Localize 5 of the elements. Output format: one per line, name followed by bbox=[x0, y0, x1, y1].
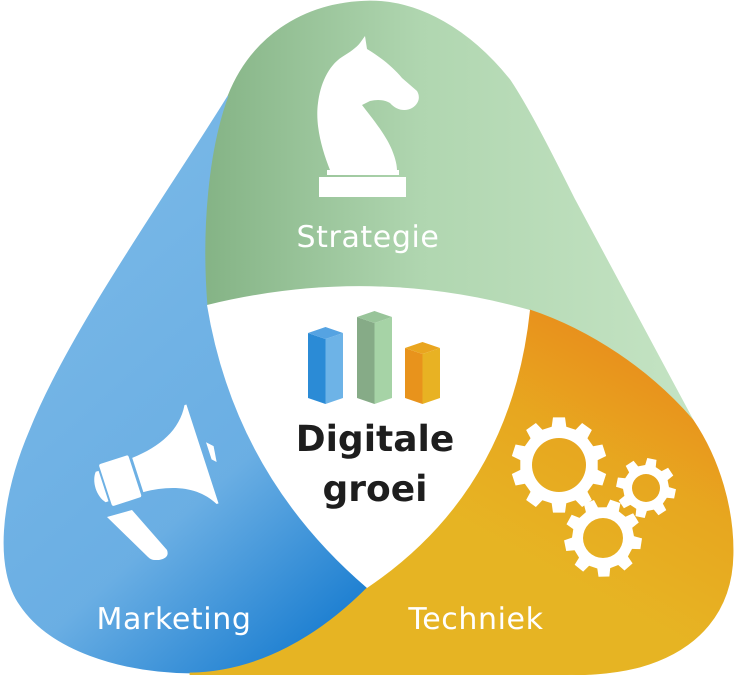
lobe-label: Strategie bbox=[296, 220, 440, 256]
lobe-label: Marketing bbox=[96, 602, 252, 638]
lobe-label: Techniek bbox=[408, 602, 544, 638]
center-area bbox=[205, 284, 532, 590]
center-title: Digitale groei bbox=[296, 418, 454, 512]
